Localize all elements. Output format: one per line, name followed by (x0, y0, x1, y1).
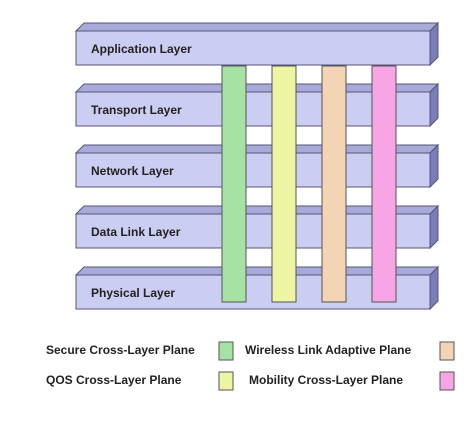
layer-slab: Transport Layer (74, 82, 440, 128)
layer-front-face (75, 213, 431, 249)
layer-top-face (74, 22, 440, 32)
plane-bar (371, 65, 397, 303)
layer-front-face (75, 30, 431, 66)
layer-label: Data Link Layer (91, 225, 181, 239)
layer-side-face (429, 265, 439, 311)
legend-label-mobility: Mobility Cross-Layer Plane (249, 373, 403, 387)
plane-bar (321, 65, 347, 303)
legend-label-qos: QOS Cross-Layer Plane (46, 373, 182, 387)
cross-layer-planes (221, 65, 397, 303)
layer-front-face (75, 91, 431, 127)
layer-slab: Data Link Layer (74, 204, 440, 250)
layer-label: Transport Layer (91, 103, 182, 117)
layer-side-face (429, 143, 439, 189)
legend-label-secure: Secure Cross-Layer Plane (46, 343, 195, 357)
plane-bar (221, 65, 247, 303)
layer-label: Network Layer (91, 164, 174, 178)
layer-label: Physical Layer (91, 286, 175, 300)
plane-bar (271, 65, 297, 303)
layer-side-face (429, 21, 439, 67)
layer-slab: Physical Layer (74, 265, 440, 311)
legend-swatch-mobility (439, 371, 455, 391)
legend-label-wireless: Wireless Link Adaptive Plane (245, 343, 411, 357)
layer-label: Application Layer (91, 42, 192, 56)
legend-swatch-qos (218, 371, 234, 391)
layer-front-face (75, 152, 431, 188)
layer-front-face (75, 274, 431, 310)
layer-side-face (429, 204, 439, 250)
legend-swatch-wireless (439, 341, 455, 361)
layer-side-face (429, 82, 439, 128)
layer-slab: Application Layer (74, 21, 440, 67)
legend: Secure Cross-Layer Plane Wireless Link A… (46, 341, 455, 391)
layer-slab: Network Layer (74, 143, 440, 189)
legend-swatch-secure (218, 341, 234, 361)
